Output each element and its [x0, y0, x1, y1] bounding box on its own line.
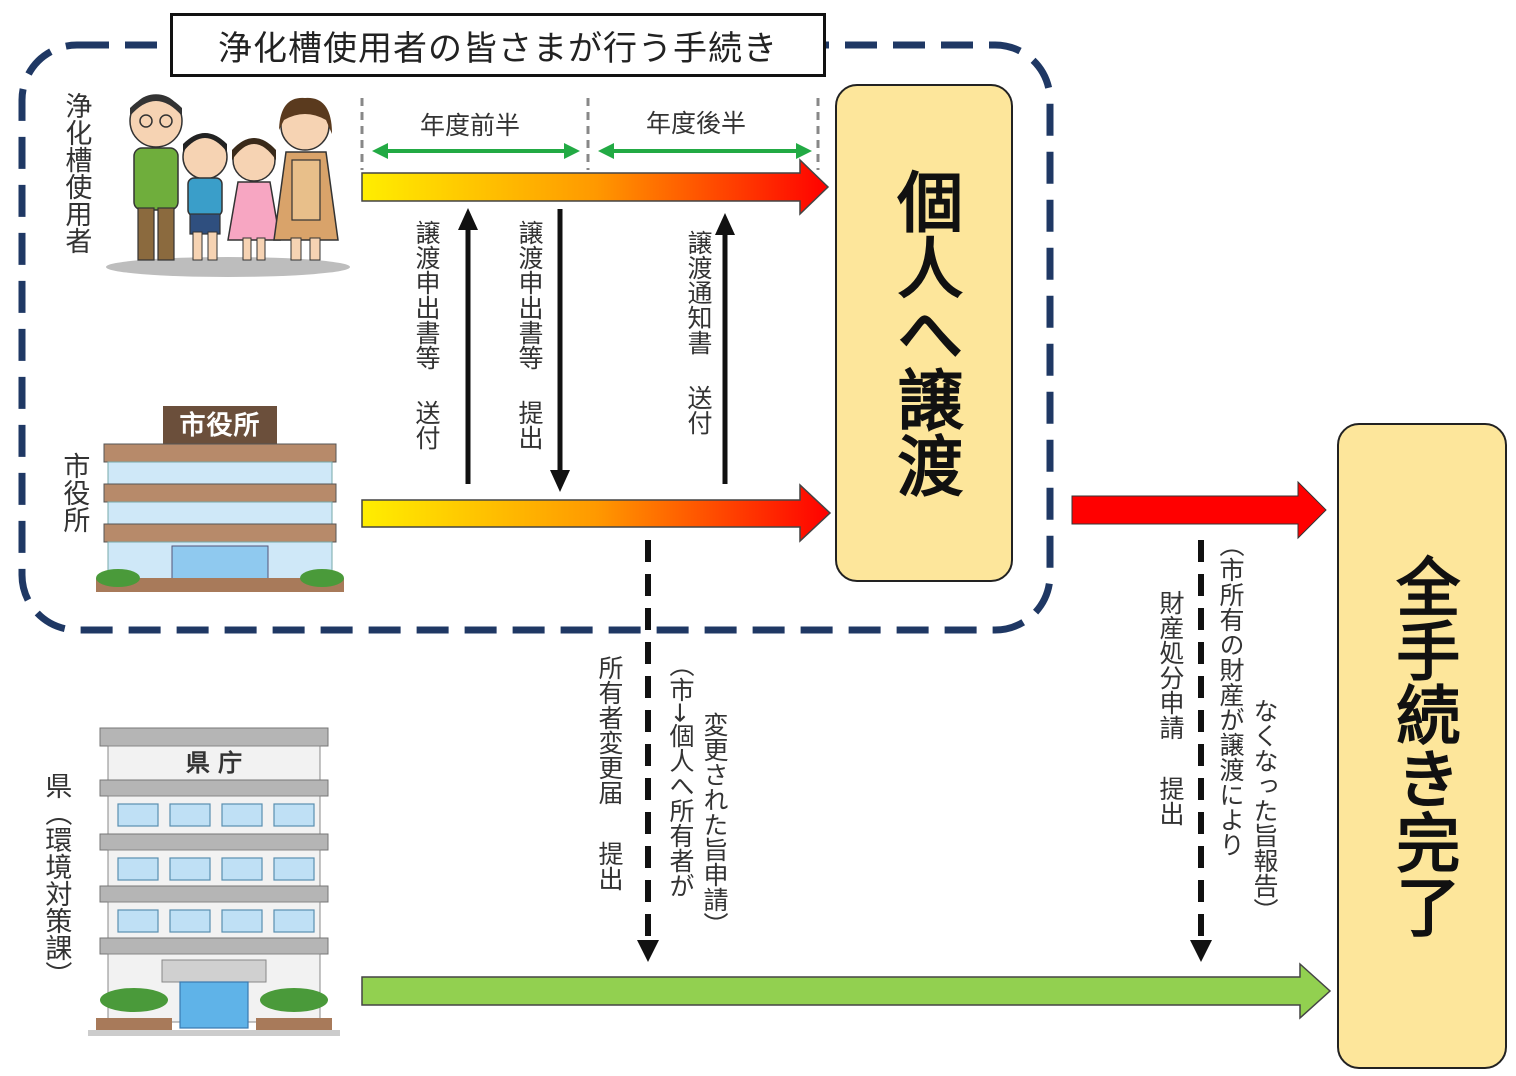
period-arrows — [372, 143, 812, 159]
city-hall-sign: 市役所 — [179, 411, 261, 441]
flow-property-disposal-doc: 財産処分申請 — [1156, 590, 1185, 740]
flow-property-disposal-note-1: （市所有の財産が譲渡により — [1216, 532, 1245, 857]
period-guides — [360, 98, 820, 170]
user-flow-arrow — [361, 158, 830, 216]
milestone-transfer-box: 個人へ譲渡 — [835, 84, 1013, 582]
completion-arrow — [1071, 480, 1327, 540]
flow-request-send-action: 送付 — [412, 400, 441, 450]
flow-request-send-doc: 譲渡申出書等 — [412, 220, 441, 370]
actor-label-prefecture: 県（環境対策課） — [40, 772, 71, 988]
flow-property-disposal-action: 提出 — [1156, 776, 1185, 826]
actor-label-city: 市役所 — [58, 452, 90, 533]
report-arrows — [637, 540, 1212, 962]
family-illustration — [106, 94, 350, 277]
flow-label-request-send: 譲渡申出書等送付 — [412, 220, 441, 450]
flow-label-property-disposal: 財産処分申請提出 — [1156, 590, 1185, 826]
actor-label-prefecture-dept: （環境対策課） — [40, 799, 72, 988]
flow-request-submit-action: 提出 — [515, 400, 544, 450]
period-first-half: 年度前半 — [420, 111, 521, 140]
milestone-complete-box: 全手続き完了 — [1337, 423, 1507, 1069]
exchange-arrows — [458, 208, 735, 492]
prefecture-flow-arrow — [361, 962, 1332, 1020]
prefecture-office-illustration — [88, 727, 340, 1036]
milestone-complete-text: 全手続き完了 — [1385, 554, 1460, 938]
flow-label-notice-send: 譲渡通知書送付 — [684, 230, 713, 435]
flow-owner-change-action: 提出 — [595, 841, 624, 891]
flow-label-owner-change: 所有者変更届提出 — [595, 655, 624, 891]
flow-notice-send-action: 送付 — [684, 385, 713, 435]
actor-label-user: 浄化槽使用者 — [60, 92, 92, 254]
city-flow-arrow — [361, 483, 832, 543]
flow-owner-change-note-1: （市→個人へ所有者が — [666, 652, 695, 898]
city-hall-illustration — [96, 406, 344, 592]
flow-request-submit-doc: 譲渡申出書等 — [515, 220, 544, 370]
flow-property-disposal-note-2: なくなった旨報告） — [1250, 698, 1279, 923]
prefecture-office-sign: 県 庁 — [185, 749, 243, 777]
flow-label-request-submit: 譲渡申出書等提出 — [515, 220, 544, 450]
flow-owner-change-doc: 所有者変更届 — [595, 655, 624, 805]
flow-notice-send-doc: 譲渡通知書 — [684, 230, 713, 355]
actor-label-prefecture-name: 県 — [40, 772, 72, 799]
flow-owner-change-note-2: 変更された旨申請） — [700, 712, 729, 937]
period-second-half: 年度後半 — [646, 109, 747, 138]
milestone-transfer-text: 個人へ譲渡 — [886, 168, 964, 498]
page-title: 浄化槽使用者の皆さまが行う手続き — [170, 13, 826, 77]
